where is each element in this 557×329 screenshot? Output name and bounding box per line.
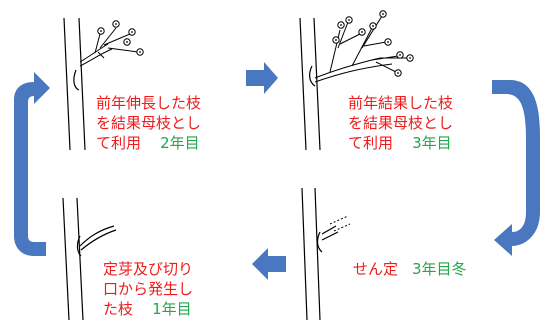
panel-3-line-1: せん定: [353, 260, 399, 278]
panel-2-year: 3年目: [412, 134, 452, 152]
panel-2-label: 前年結果した枝 を結果母枝とし て利用 3年目: [348, 93, 453, 153]
arrow-right-top: [246, 62, 278, 94]
panel-4-label: 定芽及び切り 口から発生し た枝 1年目: [103, 259, 193, 319]
arrow-curve-left: [14, 72, 50, 256]
panel-3-year: 3年目冬: [412, 260, 467, 278]
arrow-left-bottom: [252, 248, 286, 280]
panel-3-label: せん定 3年目冬: [353, 259, 467, 279]
panel-2-line-3: て利用: [348, 134, 394, 152]
branch-panel-1: [79, 27, 139, 67]
panel-1-line-2: を結果母枝とし: [96, 114, 202, 132]
panel-1-line-1: 前年伸長した枝: [96, 94, 202, 112]
panel-4-year: 1年目: [152, 300, 192, 318]
panel-2-line-1: 前年結果した枝: [348, 94, 454, 112]
panel-1-label: 前年伸長した枝 を結果母枝とし て利用 2年目: [96, 93, 201, 153]
panel-1-year: 2年目: [160, 134, 200, 152]
branch-panel-2: [314, 15, 408, 83]
pruning-cut-marks: [329, 215, 351, 232]
trunk-panel-4: [62, 197, 117, 321]
arrow-curve-right: [492, 80, 540, 256]
panel-4-line-3: た枝: [103, 300, 134, 318]
panel-2-line-2: を結果母枝とし: [348, 114, 454, 132]
panel-4-line-1: 定芽及び切り: [103, 260, 194, 278]
panel-4-line-2: 口から発生し: [103, 280, 194, 298]
panel-1-line-3: て利用: [96, 134, 142, 152]
trunk-panel-1: [63, 17, 86, 151]
trunk-panel-3: [301, 187, 339, 321]
trunk-panel-2: [299, 17, 321, 151]
